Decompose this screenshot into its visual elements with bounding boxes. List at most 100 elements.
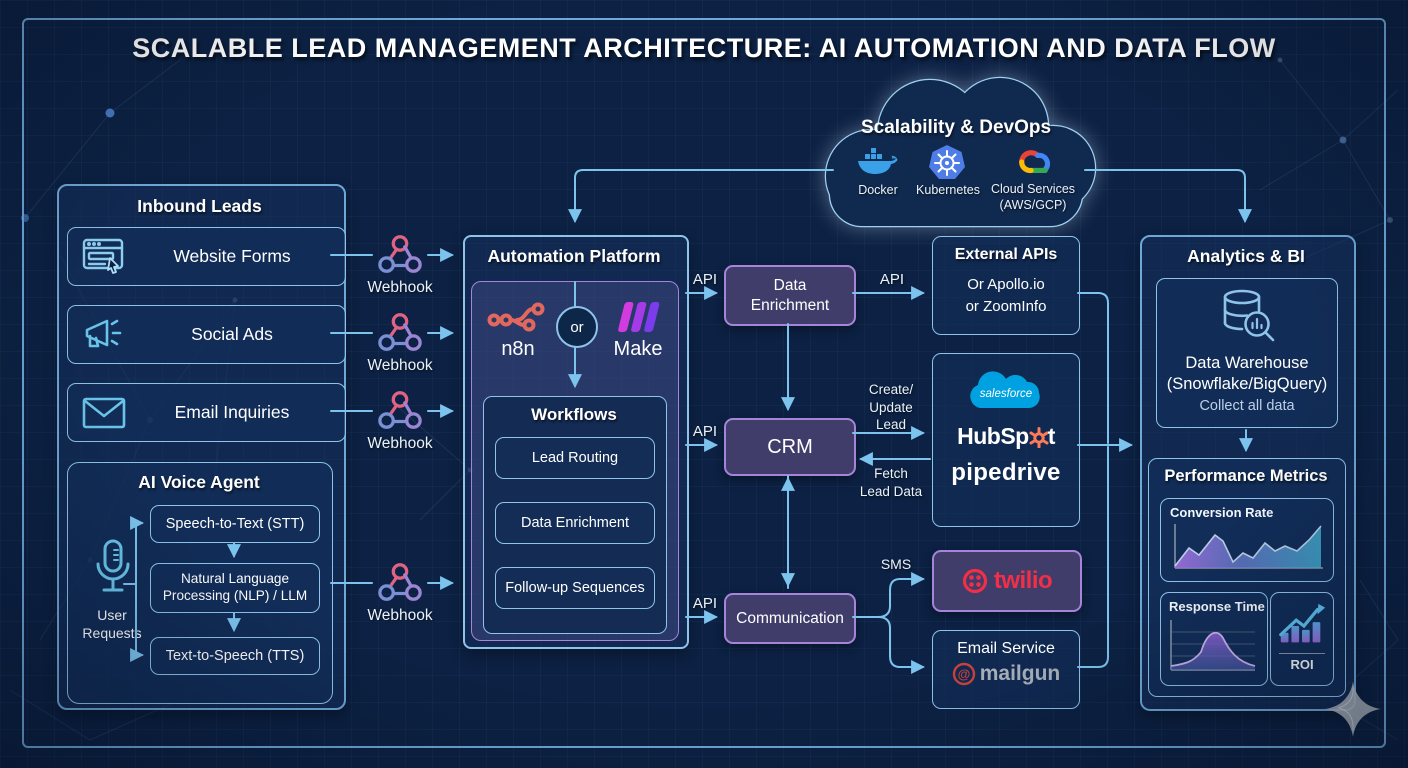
make-logo-icon <box>612 298 664 336</box>
data-warehouse-label: Data Warehouse (Snowflake/BigQuery) <box>1157 353 1337 396</box>
roi-label: ROI <box>1290 657 1314 672</box>
webhook-label-3: Webhook <box>367 435 433 452</box>
devops-cloud-title: Scalability & DevOps <box>860 117 1052 138</box>
webhook-label-1: Webhook <box>367 279 433 296</box>
workflows-title: Workflows <box>531 405 617 424</box>
hubspot-logo: HubSp t <box>933 423 1079 450</box>
inbound-leads-title: Inbound Leads <box>137 196 262 216</box>
response-time-chart <box>1170 620 1256 671</box>
webhook-icon-2 <box>377 311 423 355</box>
ai-voice-agent-title: AI Voice Agent <box>138 472 260 492</box>
or-circle: or <box>556 306 598 348</box>
social-ads-box: Social Ads <box>67 305 346 364</box>
fetch-label: Fetch <box>874 466 908 481</box>
hubspot-sprocket-icon <box>1029 426 1049 448</box>
email-inquiries-box: Email Inquiries <box>67 383 346 442</box>
response-time-label: Response Time <box>1169 599 1265 614</box>
microphone-icon <box>92 538 134 602</box>
crm-label: CRM <box>767 435 813 458</box>
nlp-box: Natural Language Processing (NLP) / LLM <box>150 563 320 613</box>
data-enrichment-node: Data Enrichment <box>724 265 856 326</box>
data-warehouse-box: Data Warehouse (Snowflake/BigQuery) Coll… <box>1156 278 1338 428</box>
crm-node: CRM <box>724 418 856 476</box>
update-label: Update <box>869 399 913 415</box>
crm-vendors-box: salesforce HubSp t pipedrive <box>932 353 1080 527</box>
cloud-services-label-line1: Cloud Services <box>990 182 1076 196</box>
data-enrichment-line1: Data <box>773 277 807 295</box>
pipedrive-logo: pipedrive <box>951 459 1061 486</box>
nlp-label: Natural Language Processing (NLP) / LLM <box>162 571 308 603</box>
social-ads-label: Social Ads <box>191 324 273 344</box>
communication-label: Communication <box>736 609 844 627</box>
email-service-box: Email Service @ mailgun <box>932 630 1080 709</box>
performance-metrics-title: Performance Metrics <box>1164 467 1328 485</box>
outer-frame <box>22 18 1386 748</box>
n8n-label: n8n <box>501 338 535 360</box>
warehouse-note: Collect all data <box>1199 397 1295 414</box>
webhook-icon-1 <box>377 233 423 277</box>
api-label-4: API <box>879 271 905 288</box>
sms-label: SMS <box>880 556 912 572</box>
api-label-3: API <box>692 595 718 612</box>
api-label-1: API <box>692 271 718 288</box>
twilio-label: twilio <box>993 567 1053 594</box>
data-enrichment-workflow-box: Data Enrichment <box>495 502 655 544</box>
docker-label: Docker <box>858 183 898 197</box>
mailgun-label: mailgun <box>979 662 1061 685</box>
cloud-services-label-line2: (AWS/GCP) <box>999 198 1067 213</box>
user-requests-label: User Requests <box>70 606 154 642</box>
page-title: SCALABLE LEAD MANAGEMENT ARCHITECTURE: A… <box>132 33 1276 63</box>
webhook-label-2: Webhook <box>367 357 433 374</box>
warehouse-line2: (Snowflake/BigQuery) <box>1166 375 1328 394</box>
user-label-line2: Requests <box>82 625 142 642</box>
external-apis-subtitle: Or Apollo.io or ZoomInfo <box>933 274 1079 318</box>
followup-sequences-box: Follow-up Sequences <box>495 567 655 609</box>
external-apis-line2: or ZoomInfo <box>965 297 1047 315</box>
mailgun-logo: @ mailgun <box>933 662 1079 686</box>
external-apis-title: External APIs <box>954 246 1058 263</box>
stt-label: Speech-to-Text (STT) <box>165 516 305 532</box>
mailgun-at-icon: @ <box>952 662 976 686</box>
kubernetes-label: Kubernetes <box>916 183 980 197</box>
kubernetes-icon <box>928 144 966 182</box>
browser-form-icon <box>81 236 127 278</box>
salesforce-label: salesforce <box>980 388 1032 400</box>
external-apis-box: External APIs Or Apollo.io or ZoomInfo <box>932 236 1080 335</box>
fetch-lead-data-label: Fetch Lead Data <box>853 465 929 500</box>
webhook-label-4: Webhook <box>367 607 433 624</box>
twilio-box: twilio <box>932 550 1082 612</box>
response-time-card: Response Time <box>1160 592 1268 686</box>
lead-routing-box: Lead Routing <box>495 437 655 479</box>
analytics-title: Analytics & BI <box>1187 246 1305 266</box>
twilio-logo-icon <box>962 568 988 594</box>
conversion-rate-card: Conversion Rate <box>1160 498 1334 582</box>
email-service-title: Email Service <box>957 640 1055 657</box>
user-label-line1: User <box>97 607 127 623</box>
followup-sequences-label: Follow-up Sequences <box>505 580 645 596</box>
warehouse-line1: Data Warehouse <box>1185 354 1309 372</box>
salesforce-logo: salesforce <box>933 366 1079 418</box>
data-enrichment-workflow-label: Data Enrichment <box>521 515 629 531</box>
conversion-rate-chart <box>1174 524 1323 569</box>
cloud-services-icon <box>1012 146 1054 178</box>
n8n-logo-icon <box>487 301 549 335</box>
automation-platform-title: Automation Platform <box>487 246 661 266</box>
website-forms-box: Website Forms <box>67 227 346 286</box>
megaphone-icon <box>81 314 127 356</box>
stt-box: Speech-to-Text (STT) <box>150 505 320 543</box>
data-enrichment-line2: Enrichment <box>750 296 830 314</box>
external-apis-line1: Or Apollo.io <box>967 276 1045 293</box>
email-inquiries-label: Email Inquiries <box>174 402 290 422</box>
api-label-2: API <box>692 423 718 440</box>
tts-label: Text-to-Speech (TTS) <box>165 648 305 664</box>
lead-data-label: Lead Data <box>859 483 923 499</box>
roi-card: ROI <box>1270 592 1334 686</box>
create-label: Create/ <box>868 382 914 397</box>
hubspot-label-a: HubSp <box>957 423 1029 449</box>
devops-cloud-shape <box>810 72 1102 234</box>
create-update-lead-label: Create/ Update Lead <box>858 381 924 434</box>
make-label: Make <box>613 338 663 360</box>
sparkle-icon <box>1324 680 1382 738</box>
webhook-icon-3 <box>377 389 423 433</box>
